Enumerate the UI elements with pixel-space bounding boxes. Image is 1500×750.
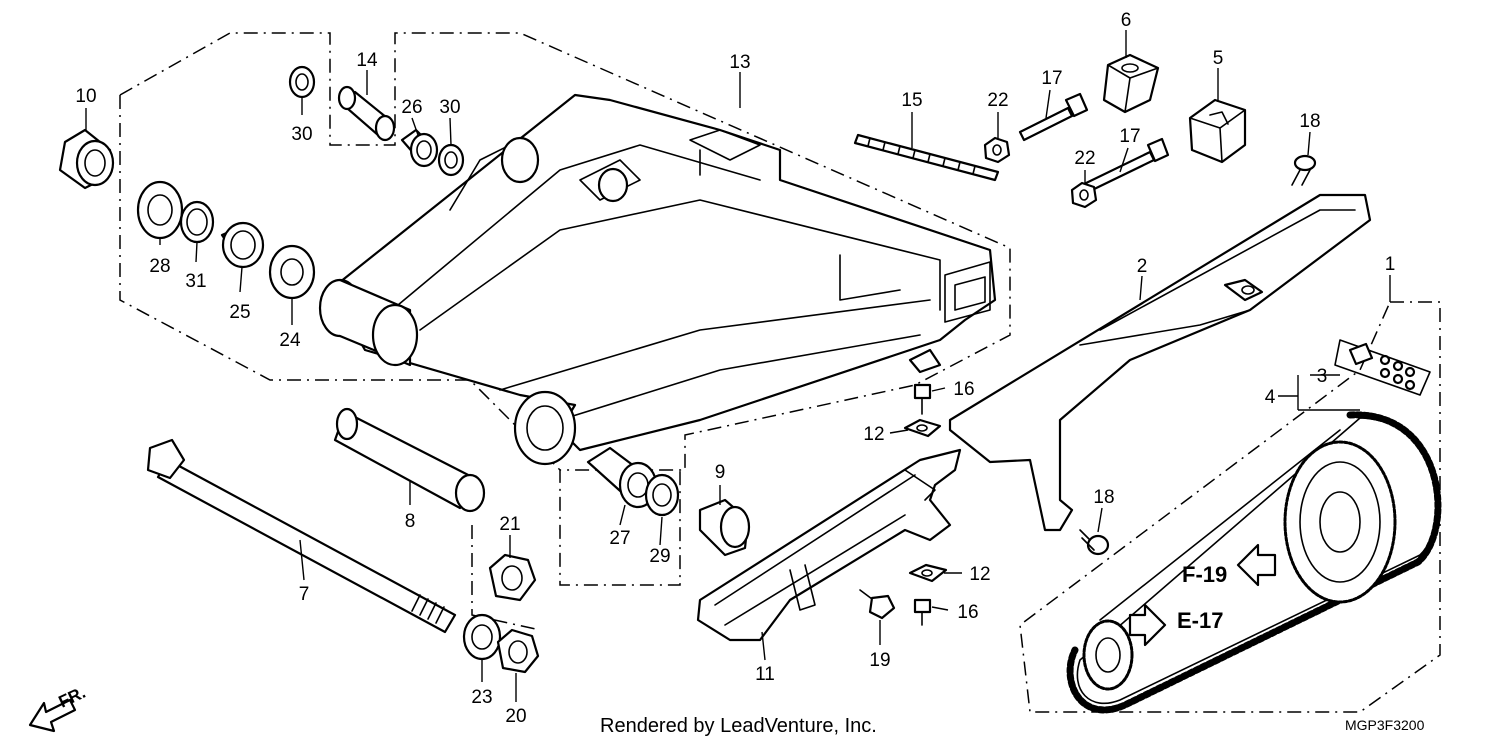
callout-label: 18	[1299, 111, 1320, 132]
nut-22-upper	[983, 136, 1011, 164]
callout-label: 30	[439, 97, 460, 118]
snap-ring-31	[179, 200, 215, 244]
drive-chain-group-outline	[1019, 301, 1441, 713]
axle-nut-group-outline	[471, 525, 541, 631]
callout-label: 3	[1317, 366, 1328, 387]
callout-label: 24	[279, 330, 301, 351]
callout-label: 20	[505, 706, 526, 727]
callout-label: 14	[356, 50, 378, 71]
ball-bearing-24	[268, 244, 316, 300]
bolt-17-upper	[1018, 92, 1089, 142]
callout-label: 8	[405, 511, 416, 532]
callout-label: 5	[1213, 48, 1224, 69]
callout-label: 13	[729, 52, 750, 73]
leader-lines	[85, 30, 1391, 702]
chain-joint	[1334, 339, 1431, 396]
callout-label: 7	[299, 584, 310, 605]
callout-label: 4	[1265, 387, 1276, 408]
needle-bearing-25	[220, 221, 265, 269]
callout-label: 12	[969, 564, 990, 585]
dust-seal-29	[644, 473, 680, 517]
bolt-19	[859, 589, 896, 620]
callout-numbers: 1 2 3 4 5 6 7 8 9 10 11 12 12 13 14 15 1…	[75, 10, 1395, 727]
dust-seal-30-upper	[288, 65, 316, 99]
arrow-left-icon	[1236, 543, 1277, 587]
bolt-16-upper	[913, 383, 932, 415]
callout-label: 22	[987, 90, 1008, 111]
callout-label: 17	[1041, 68, 1062, 89]
callout-label: 16	[953, 379, 974, 400]
callout-label: 23	[471, 687, 492, 708]
washer-12-lower	[908, 563, 948, 583]
drive-chain	[1066, 411, 1442, 714]
driven-sprocket	[1283, 440, 1397, 604]
callout-label: 30	[291, 124, 312, 145]
pivot-collar	[333, 407, 486, 513]
drive-sprocket	[1082, 619, 1134, 691]
washer-12-upper	[903, 418, 942, 438]
dust-seal-28	[136, 180, 184, 240]
pin-15	[853, 133, 1000, 182]
callout-label: 17	[1119, 126, 1140, 147]
callout-label: 31	[185, 271, 206, 292]
pivot-shaft	[146, 438, 457, 634]
arrow-right-icon	[1128, 603, 1167, 647]
swingarm-group-outline	[119, 32, 1011, 586]
reference-e-17[interactable]: E-17	[1177, 608, 1223, 633]
callout-label: 26	[401, 97, 422, 118]
washer-23	[462, 613, 502, 661]
bolt-16-lower	[913, 598, 932, 626]
nut-21	[488, 553, 537, 602]
rendered-by-credit: Rendered by LeadVenture, Inc.	[600, 715, 877, 737]
chain-case	[948, 193, 1372, 532]
nut-20	[496, 628, 540, 674]
bearing-group-outline	[119, 95, 561, 471]
block-5	[1188, 98, 1247, 164]
bolt-18-upper	[1291, 154, 1317, 186]
bolt-18-lower	[1079, 529, 1110, 556]
callout-label: 10	[75, 86, 96, 107]
callout-label: 11	[755, 664, 775, 685]
callout-label: 2	[1137, 256, 1148, 277]
bushing-9	[698, 498, 751, 557]
collar-14	[337, 85, 396, 142]
callout-label: 15	[901, 90, 922, 111]
diagram-code: MGP3F3200	[1345, 717, 1425, 733]
callout-label: 1	[1385, 254, 1396, 275]
callout-label: 25	[229, 302, 250, 323]
callout-label: 18	[1093, 487, 1114, 508]
pivot-bushing	[58, 128, 115, 190]
callout-label: 9	[715, 462, 726, 483]
callout-label: 16	[957, 602, 978, 623]
needle-bearing-26	[400, 128, 439, 168]
chain-slider	[696, 448, 962, 642]
callout-label: 29	[649, 546, 670, 567]
callout-label: 12	[863, 424, 884, 445]
callout-label: 6	[1121, 10, 1132, 31]
callout-label: 19	[869, 650, 890, 671]
callout-label: 21	[499, 514, 520, 535]
callout-label: 22	[1074, 148, 1095, 169]
front-direction-arrow-icon	[28, 698, 77, 733]
reference-f-19[interactable]: F-19	[1182, 562, 1227, 587]
block-6	[1102, 53, 1160, 114]
dust-seal-30-lower	[437, 143, 465, 177]
nut-22-lower	[1070, 181, 1098, 209]
swingarm-body	[318, 93, 997, 466]
callout-label: 27	[609, 528, 630, 549]
callout-label: 28	[149, 256, 170, 277]
